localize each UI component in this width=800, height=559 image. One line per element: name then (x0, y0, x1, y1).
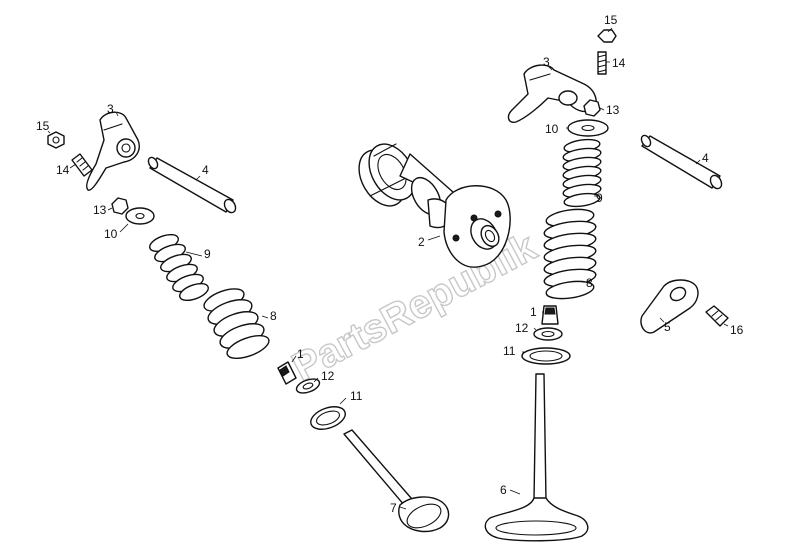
callout-label: 1 (297, 347, 304, 361)
callout-label: 14 (56, 163, 70, 177)
right-nut-part (597, 29, 617, 43)
callout-label: 2 (418, 235, 425, 249)
callout-label: 15 (36, 119, 50, 133)
left-rocker-arm-part (86, 111, 140, 191)
right-follower-plate-part (640, 279, 699, 334)
callout-label: 9 (204, 247, 211, 261)
callout-label: 11 (350, 389, 363, 403)
callout-label: 10 (104, 227, 118, 241)
left-stem-seal-part (277, 361, 297, 385)
right-small-nut-part (583, 99, 601, 117)
callout-label: 14 (612, 56, 626, 70)
left-nut-part (47, 131, 65, 149)
left-valve-part (343, 429, 450, 533)
callout-label: 3 (543, 55, 550, 69)
right-valve-assembly: 15 14 3 13 10 4 9 8 1 12 11 6 5 16 (484, 13, 744, 542)
right-washer-large-part (521, 347, 571, 365)
callout-label: 13 (93, 203, 107, 217)
callout-label: 5 (664, 320, 671, 334)
right-washer-small-part (533, 327, 563, 341)
callout-label: 4 (702, 151, 709, 165)
callout-label: 8 (586, 276, 593, 290)
watermark: PartsRepublik (285, 224, 544, 389)
right-inner-spring-part (562, 138, 602, 208)
left-washer-small-part (295, 378, 321, 394)
right-bolt-part (705, 305, 729, 327)
left-washer-large-part (310, 406, 346, 430)
right-rocker-shaft-part (640, 134, 723, 190)
right-adjuster-screw-part (597, 51, 607, 75)
left-outer-spring-part (203, 288, 270, 360)
left-valve-assembly: 15 14 3 4 13 10 9 8 1 12 11 7 (36, 102, 450, 533)
callout-label: 11 (503, 344, 516, 358)
left-spring-seat-part (125, 207, 155, 225)
right-outer-spring-part (543, 208, 597, 300)
callout-label: 1 (530, 305, 537, 319)
callout-label: 3 (107, 102, 114, 116)
callout-label: 6 (500, 483, 507, 497)
camshaft-part: 2 (358, 143, 511, 268)
left-rocker-shaft-part (147, 156, 237, 214)
right-valve-part (484, 373, 589, 542)
callout-label: 8 (270, 309, 277, 323)
callout-label: 15 (604, 13, 618, 27)
right-stem-seal-part (541, 305, 559, 325)
left-small-nut-part (111, 197, 129, 215)
right-spring-seat-part (567, 119, 609, 137)
callout-label: 12 (321, 369, 335, 383)
right-rocker-arm-part (507, 64, 597, 124)
left-inner-spring-part (149, 233, 209, 302)
callout-label: 10 (545, 122, 559, 136)
callout-label: 9 (596, 191, 603, 205)
callout-label: 7 (390, 501, 397, 515)
callout-label: 16 (730, 323, 744, 337)
callout-label: 13 (606, 103, 620, 117)
callout-label: 12 (515, 321, 529, 335)
callout-label: 4 (202, 163, 209, 177)
